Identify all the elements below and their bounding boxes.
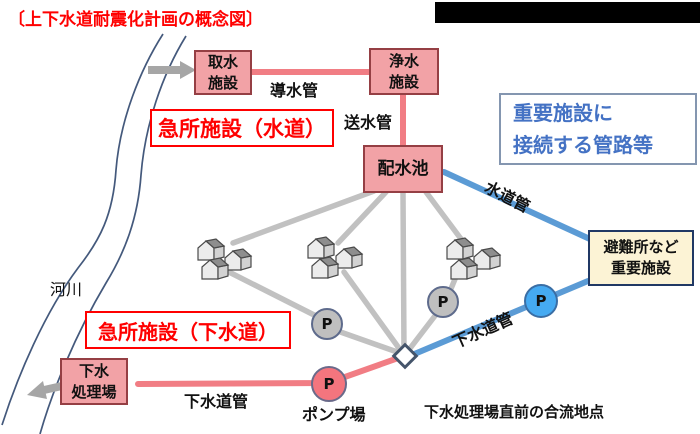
- river-label: 河川: [50, 280, 83, 299]
- page-title: 〔上下水道耐震化計画の概念図〕: [8, 10, 263, 30]
- discharge-arrow: [27, 381, 63, 399]
- house-icon: [224, 248, 252, 271]
- house-icon: [307, 236, 335, 259]
- confluence-point-label: 下水処理場直前の合流地点: [424, 403, 605, 421]
- pump-icon-pink-pump-station: P: [311, 366, 347, 402]
- sewer-main-lower-label: 下水道管: [184, 392, 249, 411]
- distribution-reservoir-box: 配水池: [363, 145, 443, 193]
- intake-facility-box: 取水 施設: [194, 50, 252, 95]
- transmission-pipe-label: 送水管: [344, 113, 393, 132]
- pump-icon-blue-important: P: [524, 284, 558, 318]
- house-icon: [450, 257, 478, 280]
- house-icon: [311, 256, 339, 279]
- river-intake-arrow: [148, 61, 196, 79]
- blue-pipe-lines: [409, 169, 595, 358]
- important-pipes-callout: 重要施設に 接続する管路等: [499, 93, 697, 165]
- house-icon: [446, 237, 474, 260]
- shelter-important-facility-box: 避難所など 重要施設: [588, 230, 694, 286]
- confluence-junction-diamond: [391, 342, 419, 370]
- purification-facility-box: 浄水 施設: [369, 48, 439, 95]
- house-icon: [335, 246, 363, 269]
- redaction-bar: [435, 2, 700, 23]
- house-cluster-middle: [307, 236, 363, 279]
- pump-icon-gray-right: P: [427, 286, 459, 318]
- house-icon: [473, 247, 501, 270]
- house-icon: [201, 257, 229, 280]
- critical-facility-water-callout: 急所施設（水道）: [150, 109, 334, 147]
- pump-icon-gray-left: P: [311, 308, 343, 340]
- conveyance-pipe-label: 導水管: [270, 81, 319, 100]
- critical-facility-sewer-callout: 急所施設（下水道）: [85, 311, 291, 349]
- house-cluster-left: [197, 238, 252, 280]
- sewage-treatment-plant-box: 下水 処理場: [60, 358, 128, 405]
- house-cluster-right: [446, 237, 501, 280]
- pump-station-label: ポンプ場: [302, 405, 366, 424]
- house-icon: [197, 238, 225, 261]
